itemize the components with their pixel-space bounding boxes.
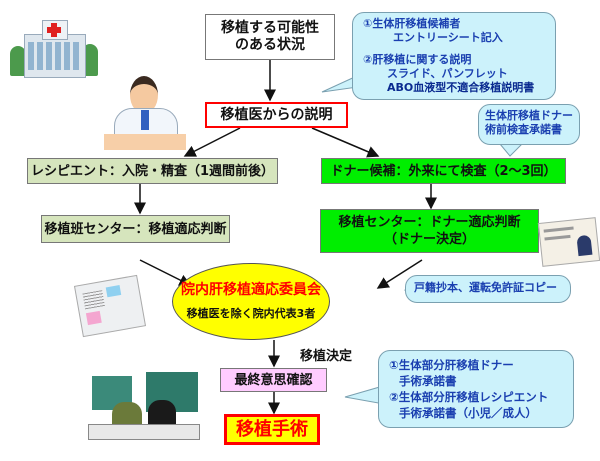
- explanation-label: 移植医からの説明: [220, 106, 333, 123]
- newspaper-illustration: [73, 274, 147, 338]
- start-box: 移植する可能性 のある状況: [205, 14, 335, 60]
- hospital-illustration: [10, 18, 98, 78]
- doctor-illustration: [104, 74, 186, 152]
- recipient-box: レシピエント：入院・精査（1週間前後）: [27, 158, 278, 184]
- start-line-2: のある状況: [235, 37, 305, 53]
- recipient-label: レシピエント：入院・精査（1週間前後）: [30, 163, 275, 179]
- donor-center-line-1: 移植センター：ドナー適応判断: [338, 215, 521, 230]
- decision-label: 移植決定: [300, 349, 353, 364]
- start-line-1: 移植する可能性: [221, 20, 319, 36]
- callout-line: ABO血液型不適合移植説明書: [387, 81, 535, 94]
- callout-consent: ①生体部分肝移植ドナー 手術承諾書 ②生体部分肝移植レシピエント 手術承諾書（小…: [378, 350, 574, 428]
- callout-line: 生体肝移植ドナー: [485, 109, 573, 122]
- callout-donor-consent: 生体肝移植ドナー 術前検査承諾書: [478, 104, 580, 145]
- surgery-illustration: [88, 372, 200, 440]
- final-confirmation-label: 最終意思確認: [234, 372, 313, 388]
- callout-line: ②生体部分肝移植レシピエント: [389, 390, 549, 404]
- recipient-center-box: 移植班センター：移植適応判断: [41, 215, 230, 243]
- recipient-center-label: 移植班センター：移植適応判断: [44, 221, 227, 237]
- callout-entry: ①生体肝移植候補者 エントリーシート記入 ②肝移植に関する説明 スライド、パンフ…: [352, 12, 556, 100]
- surgery-box: 移植手術: [224, 414, 320, 445]
- surgery-label: 移植手術: [236, 419, 308, 440]
- donor-label: ドナー候補：外来にて検査（2～3回）: [330, 163, 557, 179]
- committee-subtitle: 移植医を除く院内代表3者: [186, 306, 316, 320]
- id-card-illustration: [537, 217, 600, 267]
- callout-line: ②肝移植に関する説明: [363, 53, 472, 66]
- callout-line: ①生体部分肝移植ドナー: [389, 358, 514, 372]
- donor-box: ドナー候補：外来にて検査（2～3回）: [321, 158, 566, 184]
- callout-line: 術前検査承諾書: [485, 123, 562, 136]
- callout-line: エントリーシート記入: [393, 31, 503, 44]
- final-confirmation-box: 最終意思確認: [220, 368, 327, 392]
- callout-tail: [498, 143, 524, 157]
- callout-line: 戸籍抄本、運転免許証コピー: [414, 281, 557, 294]
- arrow: [183, 127, 241, 157]
- arrow: [139, 259, 192, 286]
- callout-line: ①生体肝移植候補者: [363, 17, 461, 30]
- committee-title: 院内肝移植適応委員会: [181, 281, 321, 298]
- callout-documents: 戸籍抄本、運転免許証コピー: [405, 275, 571, 303]
- callout-line: スライド、パンフレット: [387, 67, 508, 80]
- donor-center-box: 移植センター：ドナー適応判断 （ドナー決定）: [320, 209, 539, 253]
- donor-center-line-2: （ドナー決定）: [383, 232, 475, 247]
- committee-ellipse: 院内肝移植適応委員会 移植医を除く院内代表3者: [172, 263, 330, 340]
- callout-line: 手術承諾書（小児／成人）: [399, 406, 537, 420]
- callout-line: 手術承諾書: [399, 374, 457, 388]
- arrow: [311, 127, 380, 158]
- explanation-box: 移植医からの説明: [205, 102, 348, 128]
- arrow: [376, 259, 423, 289]
